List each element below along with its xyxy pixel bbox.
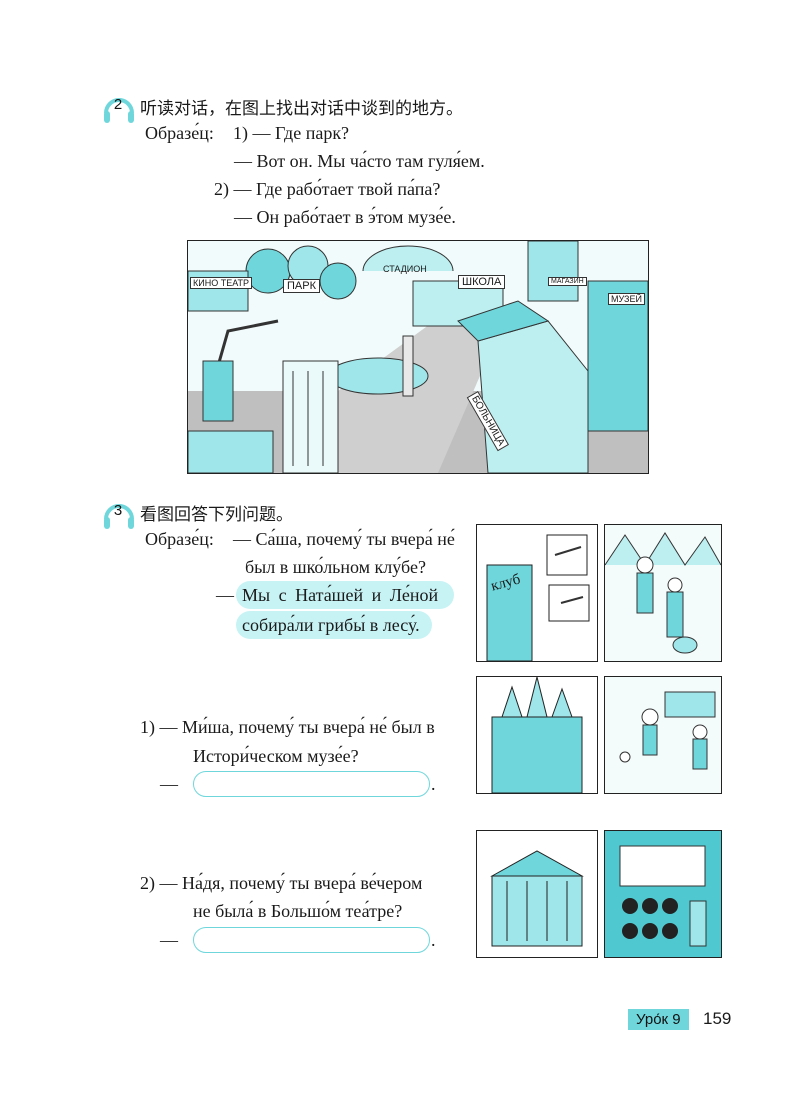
football-picture [604, 676, 722, 794]
historical-museum-picture [476, 676, 598, 794]
question-1-line-2: Истори́ческом музе́е? [193, 746, 359, 766]
headphones-icon [104, 98, 134, 123]
sample-answer-line-1: Мы с Ната́шей и Ле́ной [242, 585, 439, 605]
sample-answer-dash: — [216, 585, 234, 605]
club-picture: клуб [476, 524, 598, 662]
forest-picture [604, 524, 722, 662]
sample-answer-highlight-2 [236, 611, 432, 639]
dialog-line-3: 2) — Где рабо́тает твой па́па? [214, 179, 441, 199]
question-2-line-2: не была́ в Большо́м теа́тре? [193, 901, 403, 921]
page-number: 159 [703, 1009, 732, 1028]
sample-question-line-2: был в шко́льном клу́бе? [245, 557, 426, 577]
sign-shkola: ШКОЛА [458, 275, 506, 289]
dialog-line-1: 1) — Где парк? [233, 123, 350, 143]
answer-2-dash: — [160, 930, 178, 950]
sample-answer-highlight-1 [236, 581, 454, 609]
answer-2-period: . [431, 930, 436, 950]
answer-1-period: . [431, 774, 436, 794]
bolshoi-theatre-picture [476, 830, 598, 958]
answer-1-field[interactable] [193, 771, 430, 797]
sign-muzei: МУЗЕЙ [608, 293, 645, 305]
exercise-2-instruction: 听读对话，在图上找出对话中谈到的地方。 [140, 99, 463, 118]
headphones-icon [104, 504, 134, 529]
sample-label-3: Образе́ц: [145, 529, 214, 549]
question-1-line-1: 1) — Ми́ша, почему́ ты вчера́ не́ был в [140, 717, 435, 737]
sign-kino-teatr: КИНО ТЕАТР [190, 277, 253, 289]
lesson-tag: Уро́к 9 [628, 1009, 689, 1030]
exercise-2-number: 2 [113, 96, 123, 113]
sign-magazin: МАГАЗИН [548, 277, 587, 286]
exercise-3-badge: 3 [102, 497, 136, 535]
dialog-line-4: — Он рабо́тает в э́том музе́е. [234, 207, 456, 227]
sample-question-line-1: — Са́ша, почему́ ты вчера́ не́ [233, 529, 455, 549]
sign-park: ПАРК [283, 279, 320, 293]
exercise-3-instruction: 看图回答下列问题。 [140, 505, 293, 524]
city-map-illustration: КИНО ТЕАТР ПАРК СТАДИОН ШКОЛА МАГАЗИН МУ… [187, 240, 649, 474]
answer-2-field[interactable] [193, 927, 430, 953]
sample-answer-line-2: собира́ли грибы́ в лесу́. [242, 615, 420, 635]
sample-label: Образе́ц: [145, 123, 214, 143]
question-2-line-1: 2) — На́дя, почему́ ты вчера́ ве́чером [140, 873, 423, 893]
cinema-picture [604, 830, 722, 958]
answer-1-dash: — [160, 774, 178, 794]
dialog-line-2: — Вот он. Мы ча́сто там гуля́ем. [234, 151, 485, 171]
sign-stadion: СТАДИОН [383, 264, 427, 274]
exercise-3-number: 3 [113, 502, 123, 519]
exercise-2-badge: 2 [102, 91, 136, 129]
